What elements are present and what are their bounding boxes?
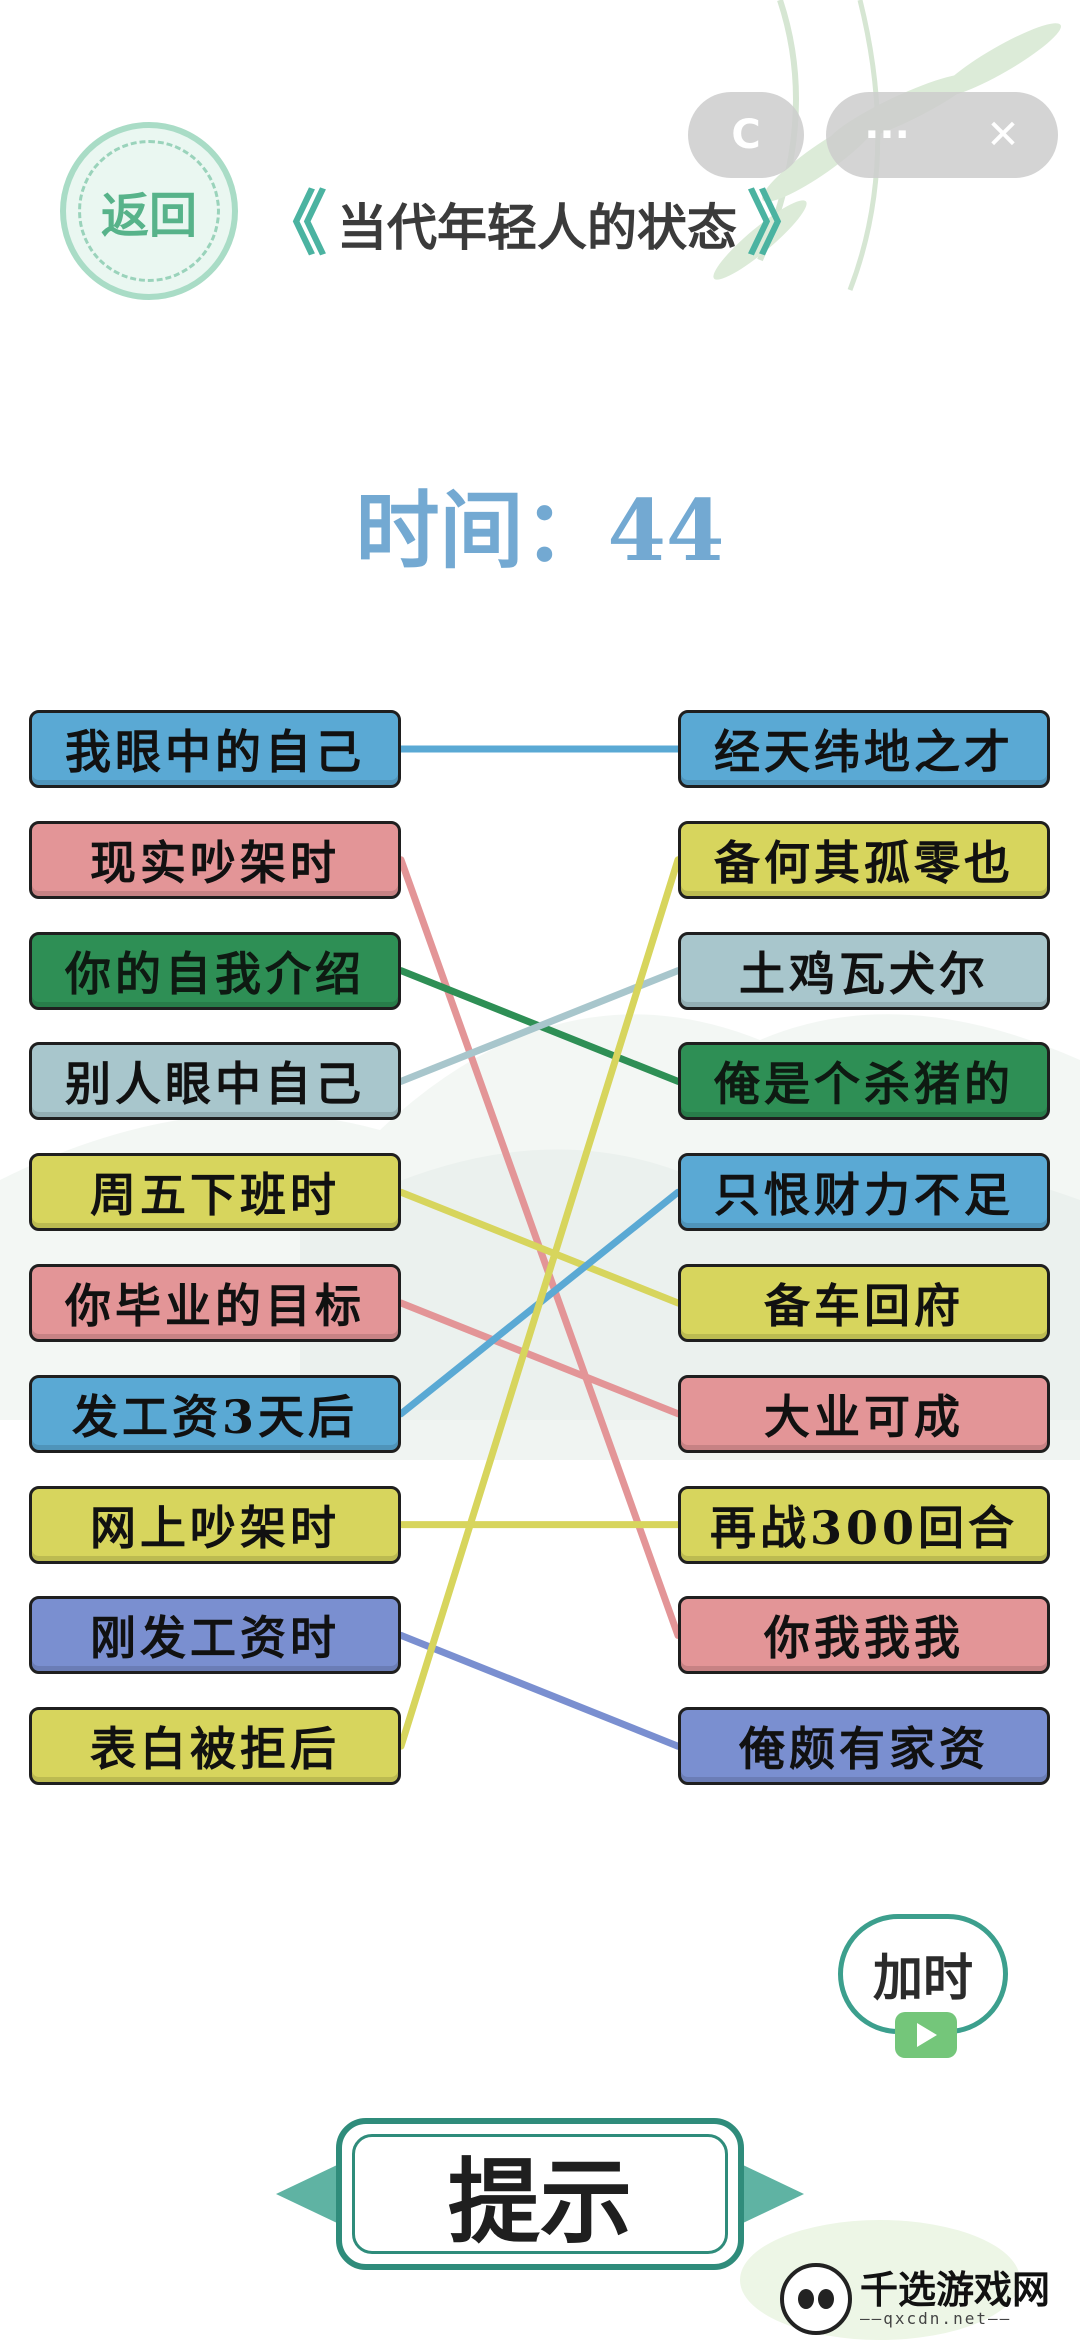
- panda-logo-icon: [780, 2263, 852, 2335]
- back-label: 返回: [100, 188, 197, 244]
- hint-frame: [336, 2118, 744, 2270]
- right-item[interactable]: 俺颇有家资: [678, 1707, 1050, 1785]
- right-item[interactable]: 备何其孤零也: [678, 821, 1050, 899]
- watermark: 千选游戏网 ——qxcdn.net——: [780, 2258, 1080, 2340]
- left-item[interactable]: 网上吵架时: [29, 1486, 401, 1564]
- connection-line: [397, 967, 682, 1085]
- left-item[interactable]: 刚发工资时: [29, 1596, 401, 1674]
- left-item[interactable]: 表白被拒后: [29, 1707, 401, 1785]
- back-button[interactable]: 返回: [60, 122, 238, 300]
- left-item[interactable]: 你毕业的目标: [29, 1264, 401, 1342]
- right-item[interactable]: 俺是个杀猪的: [678, 1042, 1050, 1120]
- right-item[interactable]: 土鸡瓦犬尔: [678, 932, 1050, 1010]
- capture-icon: C: [731, 112, 761, 158]
- connection-line: [397, 856, 682, 1639]
- timer: 时间：44: [355, 481, 725, 580]
- left-item[interactable]: 现实吵架时: [29, 821, 401, 899]
- connection-line: [397, 1188, 682, 1418]
- video-icon: [895, 2012, 957, 2058]
- connection-line: [397, 1299, 682, 1418]
- left-item[interactable]: 我眼中的自己: [29, 710, 401, 788]
- connection-line: [397, 1188, 682, 1307]
- left-item[interactable]: 周五下班时: [29, 1153, 401, 1231]
- more-icon[interactable]: ···: [864, 112, 910, 158]
- right-item[interactable]: 你我我我: [678, 1596, 1050, 1674]
- close-icon[interactable]: ✕: [986, 112, 1020, 158]
- watermark-url: ——qxcdn.net——: [860, 2308, 1012, 2328]
- right-item[interactable]: 大业可成: [678, 1375, 1050, 1453]
- level-title: 《 当代年轻人的状态 》: [252, 180, 822, 268]
- connection-line: [397, 856, 682, 1750]
- hint-button[interactable]: 提示: [276, 2118, 804, 2270]
- connection-line: [397, 1631, 682, 1750]
- capture-button[interactable]: C: [688, 92, 804, 178]
- connection-line: [397, 967, 682, 1085]
- page-title: 当代年轻人的状态: [337, 198, 737, 257]
- left-item[interactable]: 发工资3天后: [29, 1375, 401, 1453]
- left-item[interactable]: 你的自我介绍: [29, 932, 401, 1010]
- right-item[interactable]: 只恨财力不足: [678, 1153, 1050, 1231]
- chevron-left-icon: 《: [257, 183, 327, 265]
- chevron-right-icon: 》: [747, 183, 817, 265]
- right-item[interactable]: 经天纬地之才: [678, 710, 1050, 788]
- right-item[interactable]: 备车回府: [678, 1264, 1050, 1342]
- hint-label: 提示: [447, 2147, 632, 2256]
- left-item[interactable]: 别人眼中自己: [29, 1042, 401, 1120]
- watermark-text: 千选游戏网: [860, 2267, 1051, 2312]
- mini-program-menu[interactable]: ··· ✕: [826, 92, 1058, 178]
- add-time-label: 加时: [873, 1948, 973, 2007]
- right-item[interactable]: 再战300回合: [678, 1486, 1050, 1564]
